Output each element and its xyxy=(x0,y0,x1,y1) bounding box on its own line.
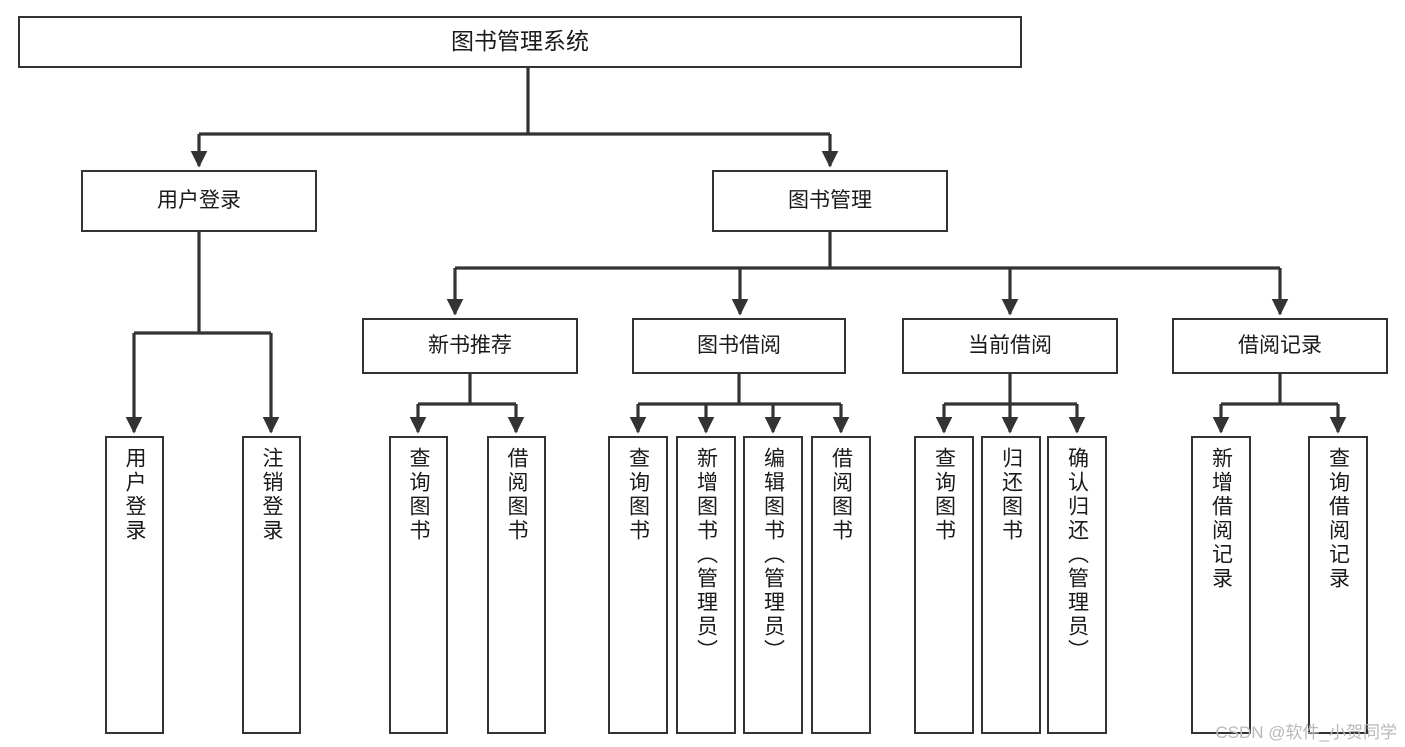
node-leaf-record-add-record[interactable]: 新增借阅记录 xyxy=(1191,436,1251,734)
node-book-management[interactable]: 图书管理 xyxy=(712,170,948,232)
node-book-borrow[interactable]: 图书借阅 xyxy=(632,318,846,374)
node-leaf-current-confirm-return-admin[interactable]: 确认归还（管理员） xyxy=(1047,436,1107,734)
node-leaf-user-login-logout[interactable]: 注销登录 xyxy=(242,436,301,734)
node-book-borrow-label: 图书借阅 xyxy=(697,333,781,357)
node-borrow-record[interactable]: 借阅记录 xyxy=(1172,318,1388,374)
node-leaf-user-login-logout-label: 注销登录 xyxy=(260,447,283,543)
node-leaf-record-query-record-label: 查询借阅记录 xyxy=(1326,447,1350,591)
node-leaf-current-query-book-label: 查询图书 xyxy=(932,447,956,543)
node-borrow-record-label: 借阅记录 xyxy=(1238,333,1322,357)
node-root-system[interactable]: 图书管理系统 xyxy=(18,16,1022,68)
node-leaf-current-return-book[interactable]: 归还图书 xyxy=(981,436,1041,734)
node-leaf-recommend-query-book[interactable]: 查询图书 xyxy=(389,436,448,734)
node-current-borrow[interactable]: 当前借阅 xyxy=(902,318,1118,374)
node-leaf-user-login-login[interactable]: 用户登录 xyxy=(105,436,164,734)
node-leaf-borrow-edit-book-admin-label: 编辑图书（管理员） xyxy=(761,447,785,663)
node-leaf-current-return-book-label: 归还图书 xyxy=(999,447,1023,543)
node-leaf-user-login-login-label: 用户登录 xyxy=(123,447,146,543)
node-leaf-record-add-record-label: 新增借阅记录 xyxy=(1209,447,1233,591)
node-leaf-borrow-edit-book-admin[interactable]: 编辑图书（管理员） xyxy=(743,436,803,734)
node-new-book-recommend[interactable]: 新书推荐 xyxy=(362,318,578,374)
node-leaf-current-confirm-return-admin-label: 确认归还（管理员） xyxy=(1065,447,1089,663)
node-leaf-recommend-borrow-book-label: 借阅图书 xyxy=(505,447,528,543)
node-root-system-label: 图书管理系统 xyxy=(451,28,589,55)
node-leaf-borrow-borrow-book-label: 借阅图书 xyxy=(829,447,853,543)
csdn-watermark: CSDN @软件_小贺同学 xyxy=(1215,723,1397,742)
node-leaf-recommend-query-book-label: 查询图书 xyxy=(407,447,430,543)
node-leaf-borrow-borrow-book[interactable]: 借阅图书 xyxy=(811,436,871,734)
node-leaf-borrow-add-book-admin[interactable]: 新增图书（管理员） xyxy=(676,436,736,734)
node-leaf-current-query-book[interactable]: 查询图书 xyxy=(914,436,974,734)
node-current-borrow-label: 当前借阅 xyxy=(968,333,1052,357)
node-new-book-recommend-label: 新书推荐 xyxy=(428,333,512,357)
node-leaf-record-query-record[interactable]: 查询借阅记录 xyxy=(1308,436,1368,734)
node-leaf-borrow-query-book[interactable]: 查询图书 xyxy=(608,436,668,734)
node-user-login-label: 用户登录 xyxy=(157,188,241,212)
node-book-management-label: 图书管理 xyxy=(788,188,872,212)
node-leaf-borrow-query-book-label: 查询图书 xyxy=(626,447,650,543)
node-user-login[interactable]: 用户登录 xyxy=(81,170,317,232)
node-leaf-borrow-add-book-admin-label: 新增图书（管理员） xyxy=(694,447,718,663)
node-leaf-recommend-borrow-book[interactable]: 借阅图书 xyxy=(487,436,546,734)
